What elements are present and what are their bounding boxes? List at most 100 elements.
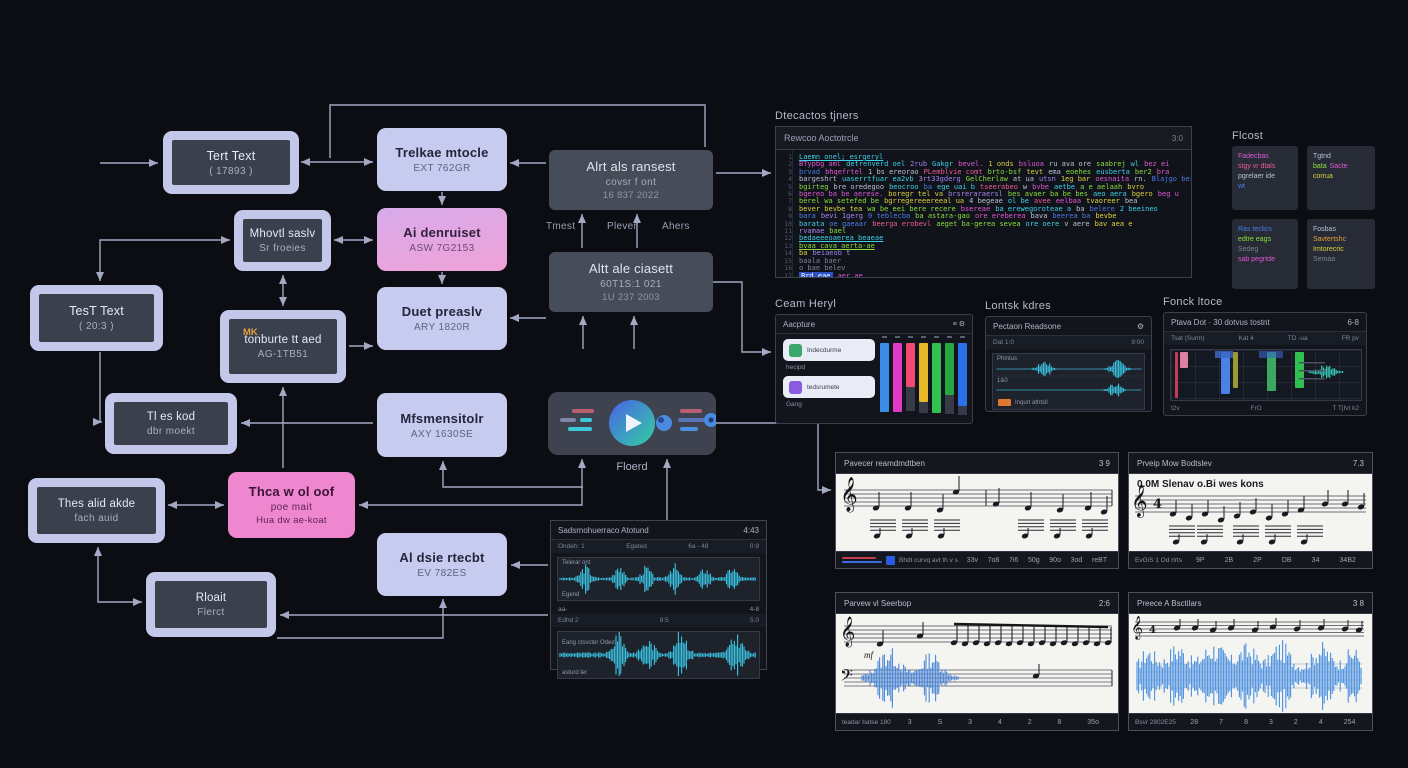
- fonck-title: Ptava Dot · 30 dotvus tostnt: [1171, 317, 1270, 327]
- timeline-bar-0[interactable]: [1175, 352, 1178, 398]
- note-head: [937, 533, 945, 539]
- note-head: [1104, 640, 1112, 646]
- footer-num-5: 4: [1318, 718, 1323, 726]
- code-token: ba: [923, 182, 933, 191]
- footer-num-1: 2B: [1224, 556, 1234, 564]
- code-token: bevbe: [1095, 212, 1117, 221]
- timeline-bar-2[interactable]: [1221, 352, 1230, 394]
- sheet-footer-label: teadar batse 180: [842, 718, 891, 726]
- flow-box-sub: ARY 1820R: [413, 322, 471, 333]
- sheet-badge: 3 8: [1352, 598, 1364, 608]
- flow-box-title: Tert Text: [206, 148, 256, 163]
- flow-arrow-28: [97, 547, 142, 603]
- arrowhead: [630, 316, 638, 325]
- orange-clip-badge[interactable]: [998, 399, 1011, 406]
- line-number: 11: [784, 227, 792, 236]
- arrowhead: [280, 611, 289, 619]
- fonck-tool-3[interactable]: FR pv: [1341, 335, 1359, 342]
- note-head: [872, 505, 880, 511]
- note-head: [1060, 640, 1068, 646]
- line-number: 2: [788, 160, 792, 169]
- flow-box-sub: AXY 1630SE: [410, 428, 474, 440]
- note-head: [1317, 625, 1325, 631]
- code-token: tseerabeo: [979, 182, 1018, 191]
- flow-box-inner: TesT Text( 20:3 ): [39, 294, 154, 342]
- code-token: utsn: [1038, 175, 1056, 184]
- knob-icon[interactable]: [656, 415, 672, 431]
- flcort-text: Fadecbas: [1238, 153, 1269, 160]
- timeline-bar-4[interactable]: [1267, 352, 1276, 391]
- flow-box-sub: Flerct: [197, 606, 225, 618]
- progress-red: [842, 557, 876, 559]
- code-token: 1eg bar: [1060, 175, 1091, 184]
- waveform: [1308, 365, 1344, 379]
- instrument-chip-1[interactable]: tedsrumete: [783, 376, 875, 398]
- flow-box-title: Thca w ol oof: [248, 484, 335, 499]
- code-token: boregr tel va: [888, 190, 944, 199]
- flow-arrow-24: [716, 422, 831, 491]
- flow-box-sub: fach auid: [74, 512, 119, 524]
- footer-num-2: 3: [968, 718, 972, 726]
- footer-num-3: 3: [1269, 718, 1273, 726]
- mixer-bar-column-2[interactable]: [906, 336, 915, 417]
- fonck-tool-1[interactable]: Kat 4: [1238, 335, 1254, 342]
- lontak-title: Pectaon Readsone: [993, 321, 1062, 331]
- line-number: 1: [788, 153, 792, 161]
- gear-icon[interactable]: ⚙: [1136, 321, 1144, 331]
- mixer-bar-column-3[interactable]: [919, 336, 928, 417]
- note-head: [1084, 505, 1092, 511]
- code-token: oe gaeaar: [829, 219, 868, 228]
- fonck-tool-0[interactable]: Tsat (Surm): [1171, 335, 1205, 342]
- flow-box-inner: Tert Text( 17893 ): [172, 140, 290, 185]
- mixer-bar-column-1[interactable]: [893, 336, 902, 417]
- note-head: [1021, 533, 1029, 539]
- code-token: 2rub: [910, 160, 928, 169]
- code-token: detrenverd oel: [846, 160, 906, 169]
- treble-clef: 𝄞: [840, 477, 858, 513]
- flow-box-sub: ( 20:3 ): [79, 321, 114, 332]
- mixer-bar-column-5[interactable]: [945, 336, 954, 417]
- code-token: 2 beeineo: [1119, 204, 1158, 213]
- flcort-text: Fosbas: [1313, 226, 1336, 233]
- line-number: 12: [784, 234, 792, 243]
- blue-square-button[interactable]: [886, 555, 895, 565]
- flow-box-title: Duet preaslv: [401, 304, 483, 319]
- note-head: [1265, 515, 1273, 521]
- settings-dashes-icon[interactable]: ≡ ⚙: [952, 321, 965, 328]
- track1-label: Telerar ont: [562, 560, 591, 566]
- instrument-chip-0[interactable]: Indecdurme: [783, 339, 875, 361]
- code-token: bra: [1156, 167, 1170, 176]
- timeline-bar-3[interactable]: [1233, 352, 1238, 388]
- flow-box-sub2: 16 837 2022: [602, 190, 660, 201]
- timeline-bar-1[interactable]: [1180, 352, 1188, 368]
- mixer-bar-column-4[interactable]: [932, 336, 941, 417]
- instrument-icon: [789, 380, 802, 394]
- note-head: [1005, 641, 1013, 647]
- note-head: [1027, 641, 1035, 647]
- fonck-footer-2: T Tjfvt k2: [1332, 405, 1360, 412]
- wp-r1-cell-0: Ondeh: 1: [558, 543, 585, 550]
- line-number: 15: [784, 256, 792, 265]
- fonck-tool-2[interactable]: TD -ua: [1287, 335, 1308, 342]
- arrowhead: [762, 169, 771, 177]
- mixer-bar-column-6[interactable]: [958, 336, 967, 417]
- footer-num-5: 34B2: [1339, 556, 1356, 564]
- mixer-bar-column-0[interactable]: [880, 336, 889, 417]
